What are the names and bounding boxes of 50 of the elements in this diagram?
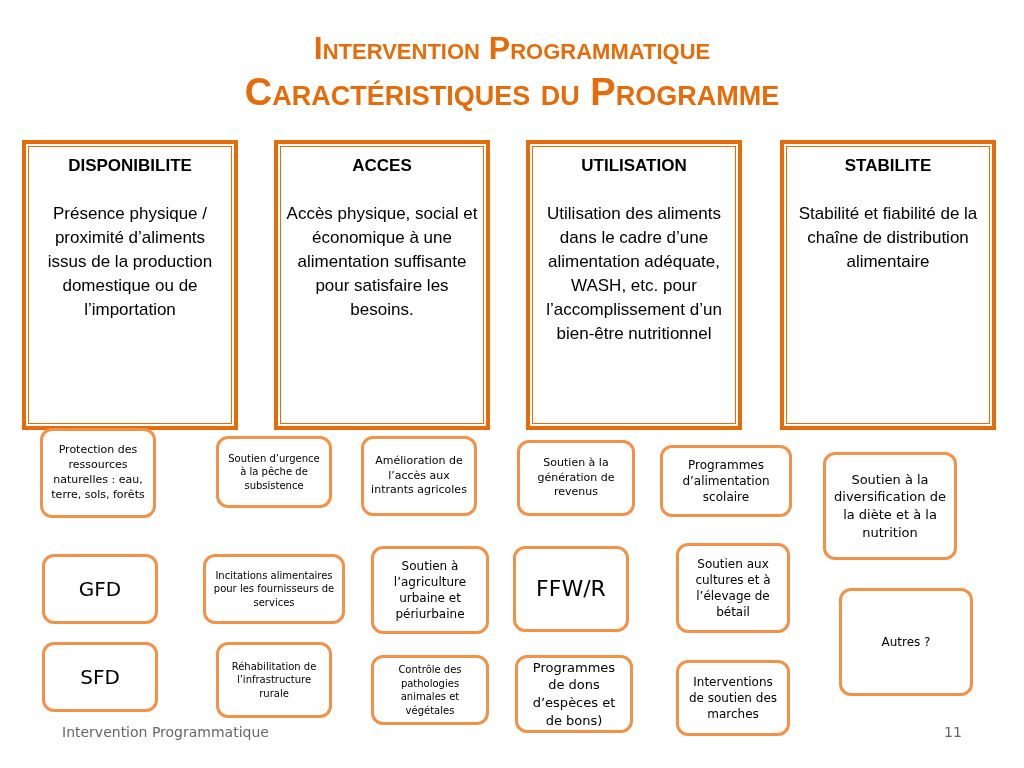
box-text: Autres ? [881,633,931,651]
box-text: Interventions de soutien des marches [687,673,779,723]
box-text: Protection des ressources naturelles : eau, terre, sols, forêts [50,443,146,503]
box-text: Soutien à la génération de revenus [536,455,616,501]
program-box [515,655,633,733]
program-box [823,452,957,560]
box-heading: DISPONIBILITE [68,155,192,177]
program-box [203,554,345,624]
box-text: Présence physique / proximité d’aliments issus de la production domestique ou de l’importation [46,203,214,321]
program-box [216,436,332,508]
box-text: Soutien à la diversification de la diète et à la nutrition [833,470,947,542]
box-text: Incitations alimentaires pour les fournisseurs de services [212,568,336,610]
program-box [676,660,790,736]
box-heading: UTILISATION [581,155,687,177]
category-box [526,140,742,430]
box-text: Soutien d’urgence à la pêche de subsistence [227,451,321,493]
program-box [216,642,332,718]
footer-text: Intervention Programmatique [62,724,269,740]
title: Intervention Programmatique [312,30,712,66]
category-box [22,140,238,430]
program-box [660,445,792,517]
box-heading: ACCES [352,155,412,177]
box-text: Contrôle des pathologies animales et végétales [397,663,463,717]
box-heading: STABILITE [844,155,932,177]
category-box [780,140,996,430]
program-box [40,428,156,518]
box-text: Programmes d’alimentation scolaire [681,456,771,506]
box-text: SFD [80,663,120,691]
program-box [839,588,973,696]
page-number: 11 [944,724,962,740]
box-text: Programmes de dons d’espèces et de bons) [531,658,617,730]
program-box [517,440,635,516]
box-text: Stabilité et fiabilité de la chaîne de distribution alimentaire [797,203,979,273]
program-box [42,642,158,712]
program-box [361,436,477,516]
subtitle: Caractéristiques du Programme [243,72,781,112]
program-box [42,554,158,624]
program-box [371,655,489,725]
category-box [274,140,490,430]
box-text: Soutien aux cultures et à l’élevage de bétail [694,555,772,621]
box-text: GFD [78,575,122,603]
program-box [513,546,629,632]
box-text: Soutien à l’agriculture urbaine et périurbaine [392,557,468,623]
program-box [676,543,790,633]
box-text: Accès physique, social et économique à une alimentation suffisante pour satisfaire les besoins. [286,203,478,321]
program-box [371,546,489,634]
box-text: Réhabilitation de l’infrastructure rurale [230,659,318,701]
box-text: Amélioration de l’accès aux intrants agricoles [370,453,468,499]
box-text: FFW/R [536,575,606,604]
box-text: Utilisation des aliments dans le cadre d’une alimentation adéquate, WASH, etc. pour l’accomplissement d’un bien-être nutritionnel [545,203,723,345]
